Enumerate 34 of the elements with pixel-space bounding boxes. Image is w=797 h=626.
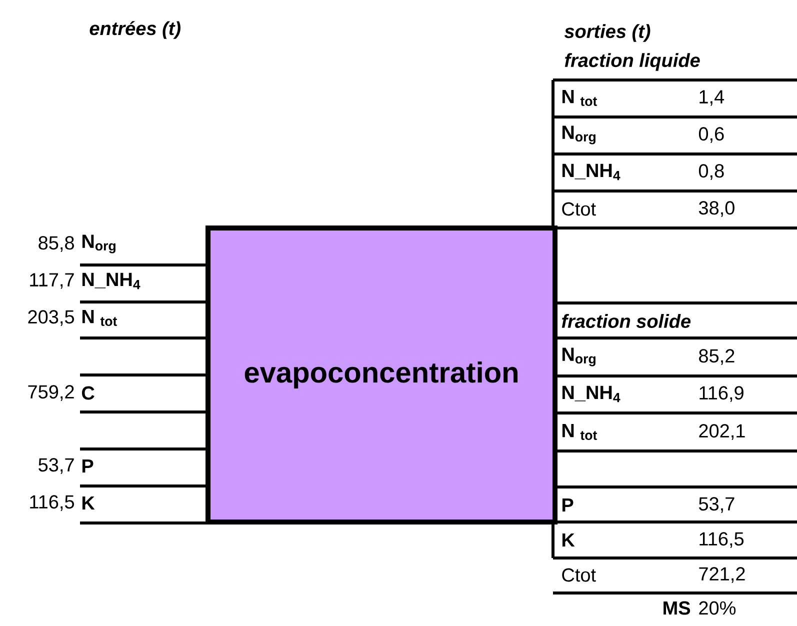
element-label: Ctot (562, 568, 596, 582)
value: 0,6 (698, 127, 724, 143)
value: 85,8 (38, 236, 74, 252)
value: 203,5 (28, 310, 74, 326)
element-label: K (82, 496, 95, 510)
heading: entrées (t) (90, 21, 180, 39)
element-label: N_NH$_{4}$ (562, 164, 620, 180)
element-label: N $_{tot}$ (82, 310, 118, 326)
element-label: P (82, 459, 94, 473)
element-label: K (562, 533, 575, 547)
value: 1,4 (700, 90, 724, 106)
element-label: N$_{org}$ (82, 234, 116, 254)
value: 38,0 (698, 201, 734, 217)
value: 721,2 (699, 567, 745, 583)
element-label: N$_{org}$ (562, 126, 596, 144)
value: 53,7 (698, 497, 734, 513)
element-label: Ctot (562, 202, 596, 216)
value: 116,9 (700, 386, 744, 402)
value: 202,1 (699, 424, 745, 440)
element-label: N $_{tot}$ (562, 90, 598, 106)
element-label: MS (664, 601, 690, 615)
value: 759,2 (28, 385, 74, 401)
value: 53,7 (38, 458, 74, 474)
element-label: N_NH$_{4}$ (82, 272, 140, 290)
value: 0,8 (698, 164, 724, 180)
heading: sorties (t) (564, 24, 650, 42)
value: 116,5 (700, 532, 744, 548)
process-box: evapoconcentration (206, 226, 558, 524)
value: 117,7 (30, 273, 74, 289)
value: 85,2 (699, 349, 734, 365)
element-label: C (82, 386, 94, 400)
value: 20% (699, 601, 736, 615)
heading: fraction liquide (564, 53, 700, 71)
value: 116,5 (30, 495, 74, 511)
